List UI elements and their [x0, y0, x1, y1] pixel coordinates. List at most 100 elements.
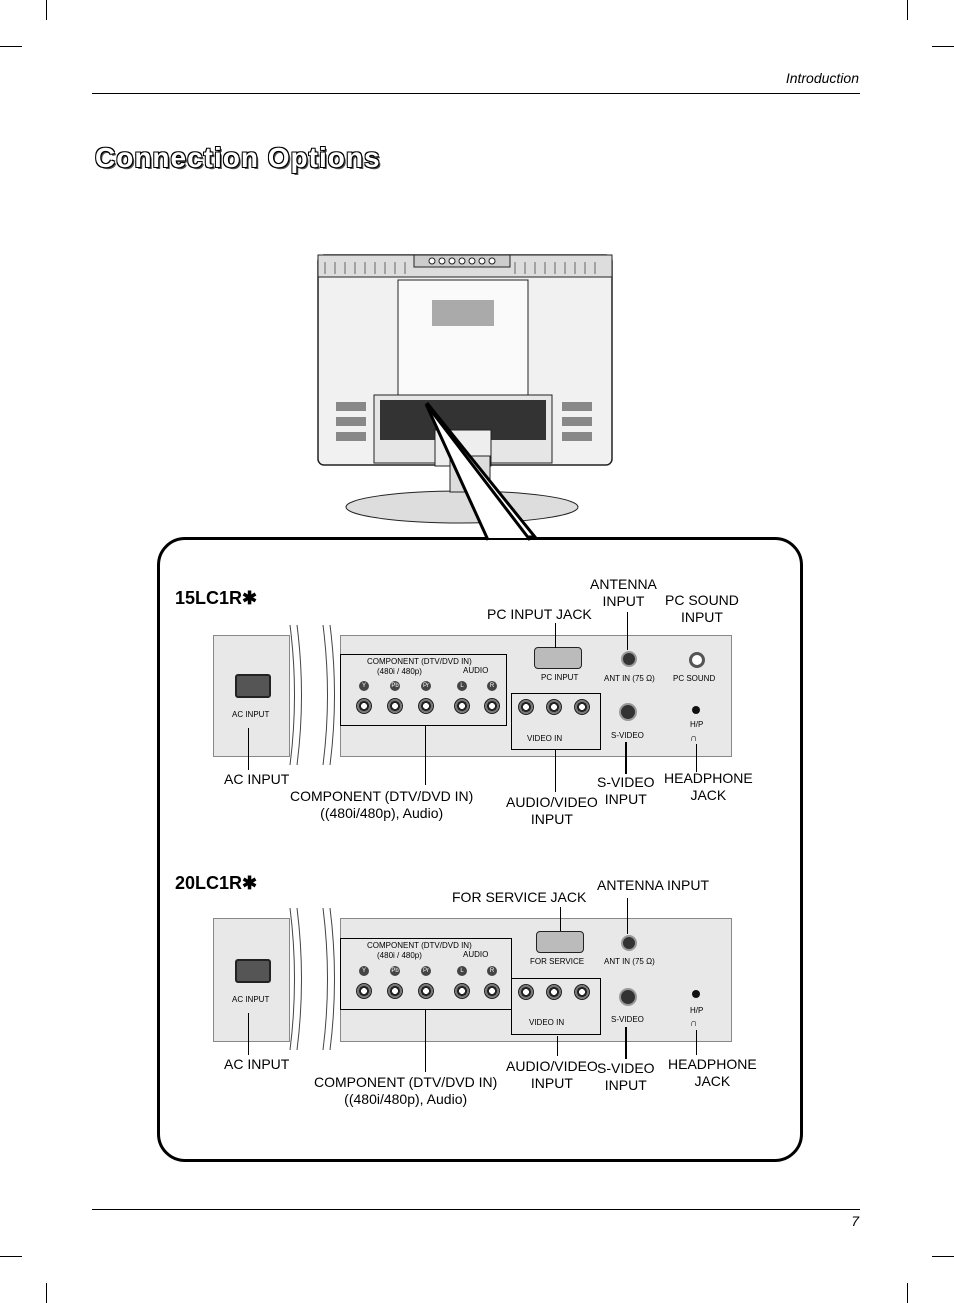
headphone-jack [692, 990, 700, 998]
leader-line [555, 623, 556, 648]
page-title: Connection Options [95, 142, 381, 173]
leader-line [627, 612, 628, 650]
panel-ac-input-text: AC INPUT [232, 710, 270, 719]
component-audio-r-jack [484, 698, 500, 714]
crop-mark [907, 1283, 908, 1303]
for-service-dsub-jack [536, 931, 584, 953]
panel-ant-in-text: ANT IN (75 Ω) [604, 957, 655, 966]
headphone-jack [692, 706, 700, 714]
panel-s-video-text: S-VIDEO [611, 731, 644, 740]
pc-sound-jack [689, 652, 705, 668]
panel-for-service-text: FOR SERVICE [530, 957, 585, 966]
crop-mark [0, 1256, 22, 1257]
panel-break-icon [289, 908, 335, 1050]
component-bracket [340, 654, 507, 726]
label-antenna-input: ANTENNA INPUT [597, 877, 710, 893]
header-rule [92, 93, 860, 94]
label-antenna-input: ANTENNA INPUT [590, 576, 657, 609]
crop-mark [46, 1283, 47, 1303]
model-label: 20LC1R [175, 873, 243, 893]
leader-line [248, 1013, 249, 1055]
panel-s-video-text: S-VIDEO [611, 1015, 644, 1024]
leader-line [560, 907, 561, 931]
tv-rear-illustration [317, 254, 613, 539]
panel-res-text: (480i / 480p) [377, 951, 422, 960]
model-name: 20LC1R✱ [175, 873, 258, 893]
panel-pc-input-text: PC INPUT [541, 673, 579, 682]
label-s-video-input: S-VIDEO INPUT [597, 1060, 655, 1093]
label-for-service-jack: FOR SERVICE JACK [452, 889, 587, 905]
l-chip: L [457, 681, 467, 691]
leader-line [425, 725, 426, 785]
pr-chip: Pr [421, 966, 431, 976]
callout-pointer [424, 403, 532, 541]
component-pb-jack [387, 983, 403, 999]
leader-line [557, 1036, 558, 1056]
component-audio-l-jack [454, 983, 470, 999]
model-name: 15LC1R✱ [175, 588, 258, 608]
y-chip: Y [359, 681, 369, 691]
panel-ant-in-text: ANT IN (75 Ω) [604, 674, 655, 683]
leader-line [248, 728, 249, 770]
s-video-jack [619, 988, 637, 1006]
panel-hp-text: H/P [690, 720, 704, 729]
footer-rule [92, 1209, 860, 1210]
section-header: Introduction [785, 70, 859, 86]
leader-line [696, 744, 697, 772]
av-bracket [511, 978, 601, 1035]
crop-mark [0, 46, 22, 47]
leader-line [425, 1010, 426, 1072]
label-component: COMPONENT (DTV/DVD IN) ((480i/480p), Aud… [314, 1074, 498, 1107]
crop-mark [932, 46, 954, 47]
leader-line [696, 1030, 697, 1055]
headphone-icon: ∩ [690, 1018, 698, 1029]
label-component: COMPONENT (DTV/DVD IN) ((480i/480p), Aud… [290, 788, 474, 821]
component-pr-jack [418, 983, 434, 999]
panel-video-in-text: VIDEO IN [529, 1018, 565, 1027]
component-y-jack [356, 983, 372, 999]
panel-break-icon [289, 625, 335, 765]
panel-hp-text: H/P [690, 1006, 704, 1015]
audio-r-jack [574, 984, 590, 1000]
panel-audio-text: AUDIO [463, 666, 489, 675]
panel-ac-input-text: AC INPUT [232, 995, 270, 1004]
power-socket-icon [235, 959, 271, 983]
component-y-jack [356, 698, 372, 714]
crop-mark [932, 1256, 954, 1257]
label-ac-input: AC INPUT [224, 1056, 290, 1072]
av-bracket [511, 693, 601, 750]
component-pr-jack [418, 698, 434, 714]
pb-chip: Pb [390, 681, 400, 691]
leader-line [555, 750, 556, 792]
label-av-input: AUDIO/VIDEO INPUT [506, 794, 598, 827]
pr-chip: Pr [421, 681, 431, 691]
audio-l-jack [546, 699, 562, 715]
video-in-jack [518, 699, 534, 715]
s-video-jack [619, 703, 637, 721]
crop-mark [907, 0, 908, 20]
audio-l-jack [546, 984, 562, 1000]
antenna-connector [621, 935, 637, 951]
pb-chip: Pb [390, 966, 400, 976]
label-pc-input-jack: PC INPUT JACK [487, 606, 592, 622]
component-bracket [340, 938, 512, 1010]
video-in-jack [518, 984, 534, 1000]
panel-component-text: COMPONENT (DTV/DVD IN) [367, 941, 472, 950]
page-number: 7 [851, 1213, 859, 1229]
label-ac-input: AC INPUT [224, 771, 290, 787]
component-audio-r-jack [484, 983, 500, 999]
component-audio-l-jack [454, 698, 470, 714]
label-pc-sound-input: PC SOUND INPUT [665, 592, 739, 625]
panel-res-text: (480i / 480p) [377, 667, 422, 676]
panel-component-text: COMPONENT (DTV/DVD IN) [367, 657, 472, 666]
audio-r-jack [574, 699, 590, 715]
r-chip: R [487, 966, 497, 976]
label-headphone-jack: HEADPHONE JACK [668, 1056, 757, 1089]
panel-pc-sound-text: PC SOUND [673, 674, 716, 683]
leader-line [627, 898, 628, 934]
model-label: 15LC1R [175, 588, 243, 608]
label-av-input: AUDIO/VIDEO INPUT [506, 1058, 598, 1091]
leader-line [625, 742, 627, 774]
antenna-connector [621, 651, 637, 667]
component-pb-jack [387, 698, 403, 714]
